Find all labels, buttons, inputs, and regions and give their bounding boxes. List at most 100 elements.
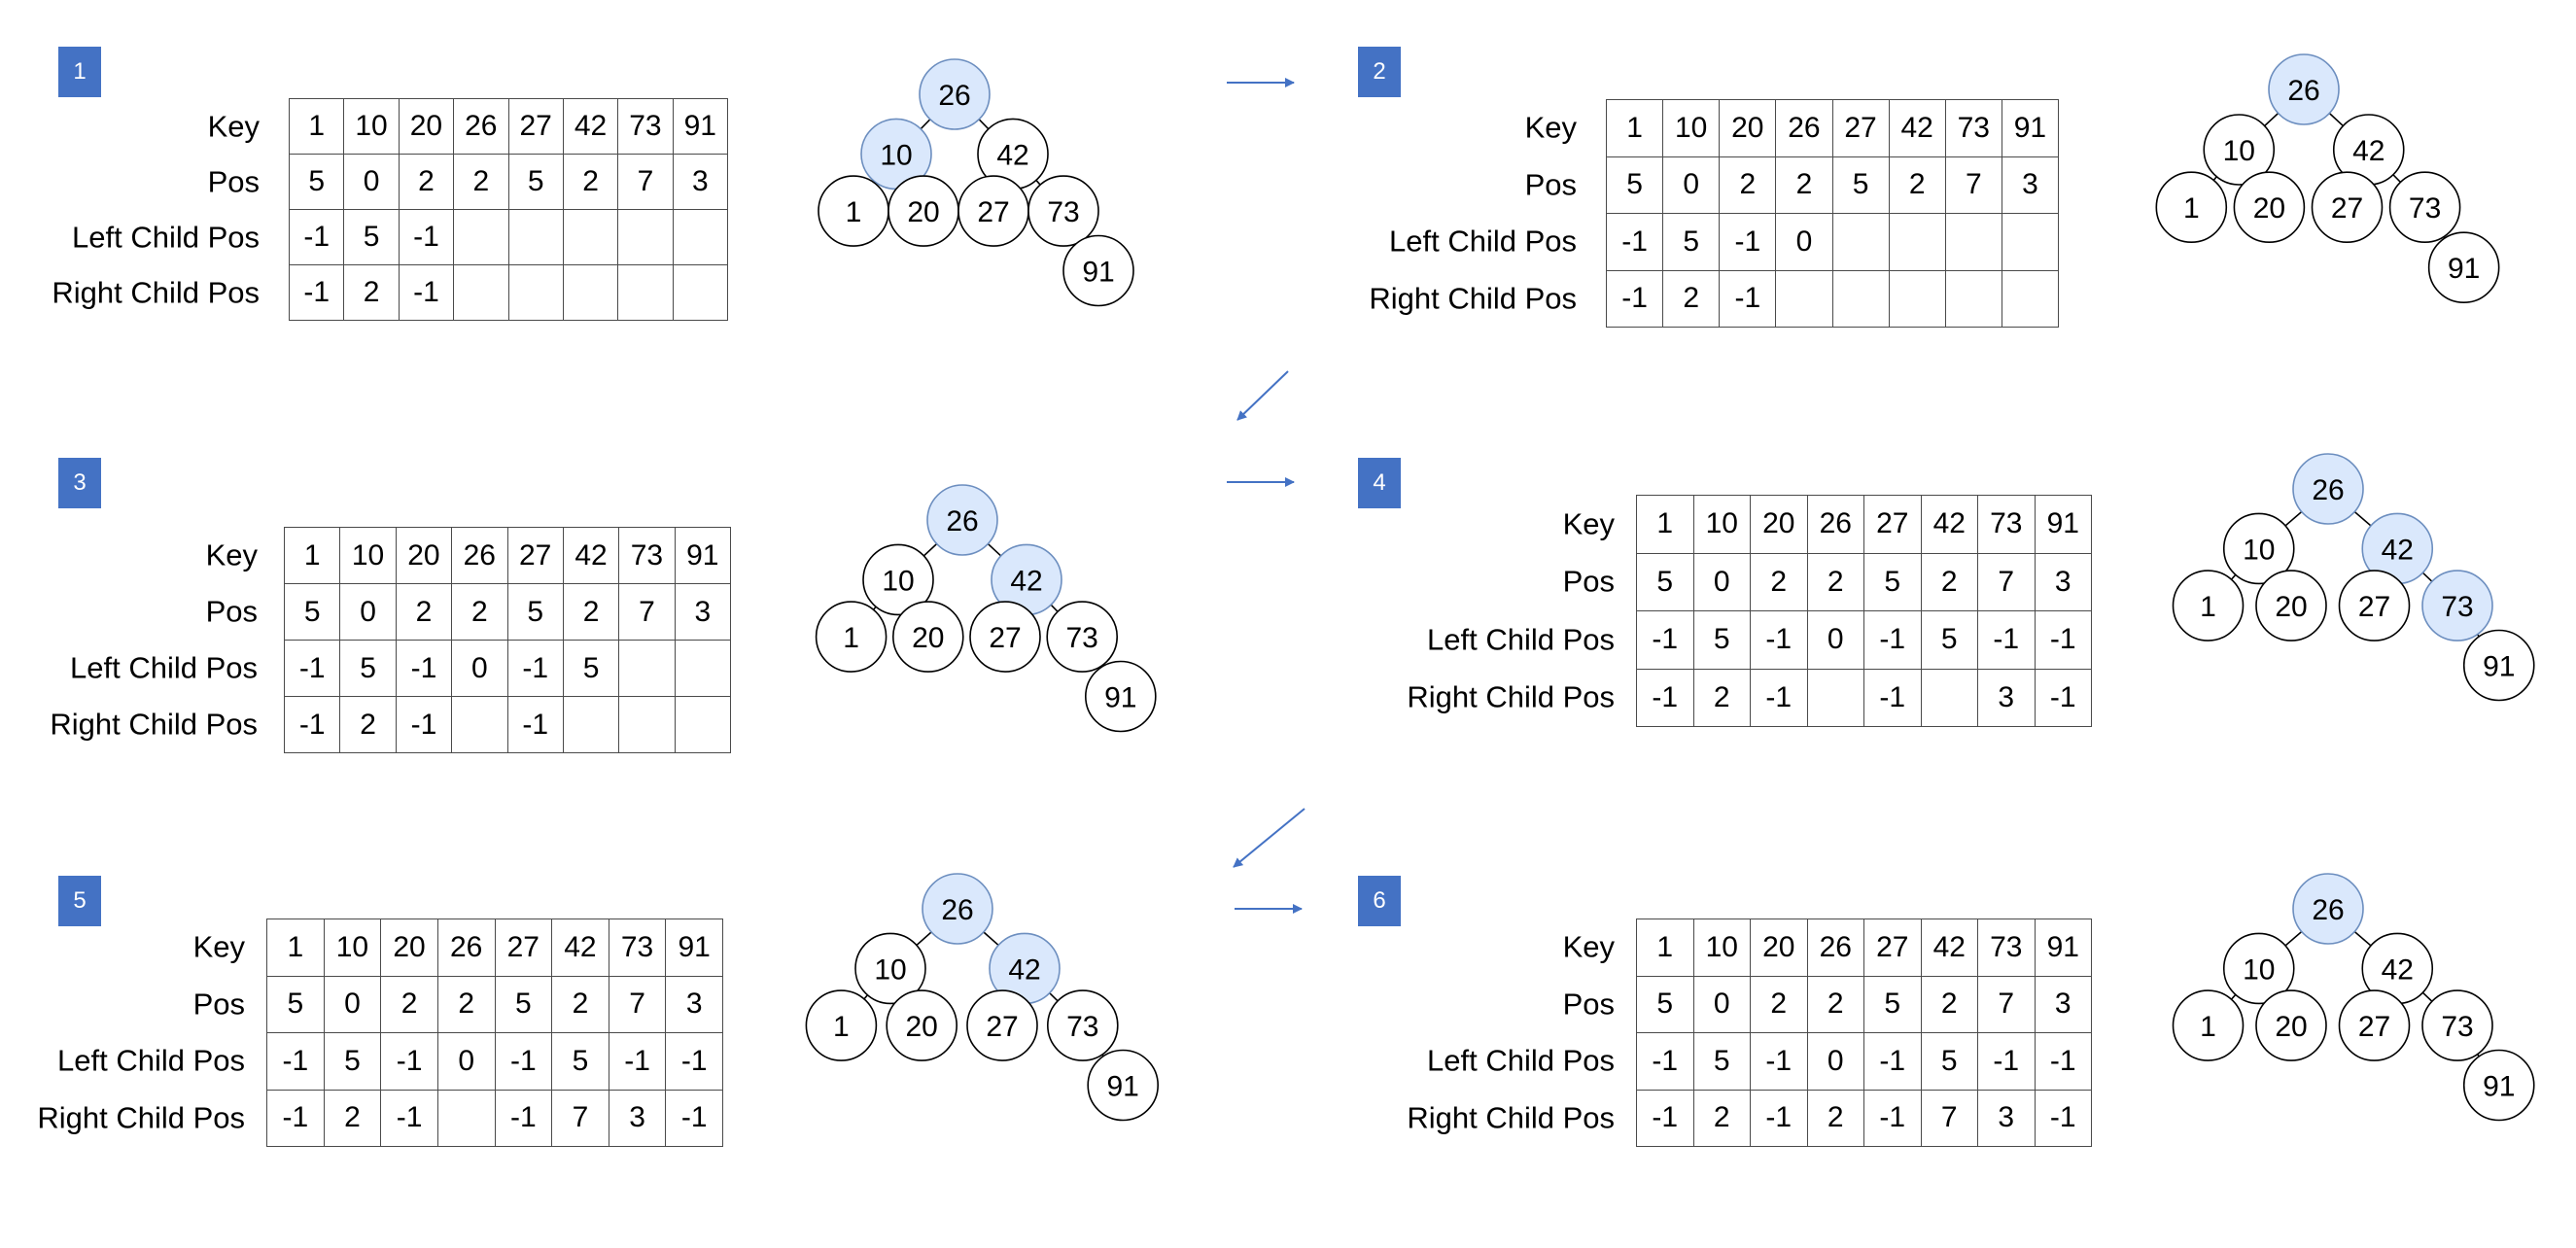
table-cell: 3 [608,1089,667,1147]
node-circle [1027,175,1099,247]
tree-node: 1 [815,601,888,673]
table-cell: -1 [1863,610,1922,670]
table-cell [2001,269,2060,328]
table-cell: -1 [1863,1032,1922,1091]
table-cell: 0 [339,583,397,641]
node-label: 27 [2331,192,2363,225]
table-cell: 3 [2034,552,2092,611]
table-cell: -1 [1977,1032,2036,1091]
node-label: 42 [996,139,1028,171]
table-cell: 27 [1831,99,1890,157]
node-circle [2388,171,2461,243]
table-cell: 27 [1863,919,1922,977]
node-label: 27 [977,196,1009,228]
table-cell: 3 [672,154,729,210]
table-cell [617,264,674,321]
table-cell: -1 [288,264,345,321]
table-cell: 7 [551,1089,609,1147]
node-label: 27 [986,1011,1018,1043]
table-cell: 2 [453,154,509,210]
table-cell: -1 [398,209,455,265]
table-cell [453,264,509,321]
table-cell: 2 [339,696,397,753]
table-cell: 2 [1806,1089,1864,1147]
table-cell: 7 [1977,552,2036,611]
row-label-key: Key [205,537,258,572]
table-cell: 91 [2034,495,2092,554]
node-circle [815,601,888,673]
row-label-right-child-pos: Right Child Pos [37,1100,245,1135]
row-label-pos: Pos [1562,564,1615,599]
tree-node: 20 [891,601,964,673]
tree-node: 73 [1046,601,1118,673]
table-cell: 5 [1692,610,1751,670]
node-circle [969,601,1041,673]
table-cell [562,264,619,321]
row-label-left-child-pos: Left Child Pos [72,220,260,254]
node-circle [2233,171,2306,243]
tree-node: 26 [2268,53,2340,125]
tree-node: 27 [2311,171,2384,243]
table-cell: 1 [1636,495,1694,554]
table-cell: -1 [2034,1089,2092,1147]
node-label: 91 [1104,682,1136,714]
table-cell: 2 [551,975,609,1033]
table-cell: 5 [1662,213,1721,271]
node-label: 91 [1107,1071,1139,1103]
table-cell: 2 [395,583,453,641]
tree-node: 73 [1047,989,1119,1061]
node-circle [2255,989,2327,1061]
tree-node: 10 [2222,932,2295,1005]
table-cell: 20 [380,919,438,977]
tree-node: 20 [886,989,958,1061]
highlighted-node-circle [922,873,993,945]
table-cell: 2 [1662,269,1721,328]
node-label: 10 [880,139,912,171]
table-cell: 3 [1977,668,2036,727]
table-cell: 26 [453,98,509,155]
table-cell [1944,213,2002,271]
table-cell: 0 [1692,552,1751,611]
step-badge: 2 [1358,47,1401,97]
table-cell: -1 [494,1032,553,1091]
tree-node: 27 [969,601,1041,673]
table-cell: -1 [665,1032,723,1091]
tree-node: 42 [989,932,1061,1005]
step-badge: 1 [58,47,101,97]
row-label-pos: Pos [207,164,260,198]
table-cell: 2 [1920,975,1978,1033]
table-cell [618,696,676,753]
node-circle [2338,570,2411,641]
row-label-left-child-pos: Left Child Pos [1427,1043,1615,1078]
table-cell: 27 [507,98,564,155]
node-label: 42 [2352,135,2385,167]
node-label: 27 [2358,1011,2390,1043]
node-label: 26 [946,505,978,537]
table-cell: 3 [2034,975,2092,1033]
node-label: 73 [2441,1011,2473,1043]
node-label: 27 [2358,591,2390,623]
node-label: 26 [938,80,970,112]
table-cell: -1 [283,696,341,753]
node-circle [2462,1049,2535,1122]
tree-node: 10 [2203,114,2276,186]
table-cell: 3 [2001,156,2060,214]
tree-node: 1 [2172,989,2245,1061]
tree-node: 91 [2427,231,2500,304]
tree-node: 27 [2338,989,2411,1061]
node-circle [2462,629,2535,702]
table-cell: 10 [343,98,400,155]
table-cell [562,209,619,265]
tree-node: 73 [2421,570,2493,641]
table-cell [562,696,620,753]
